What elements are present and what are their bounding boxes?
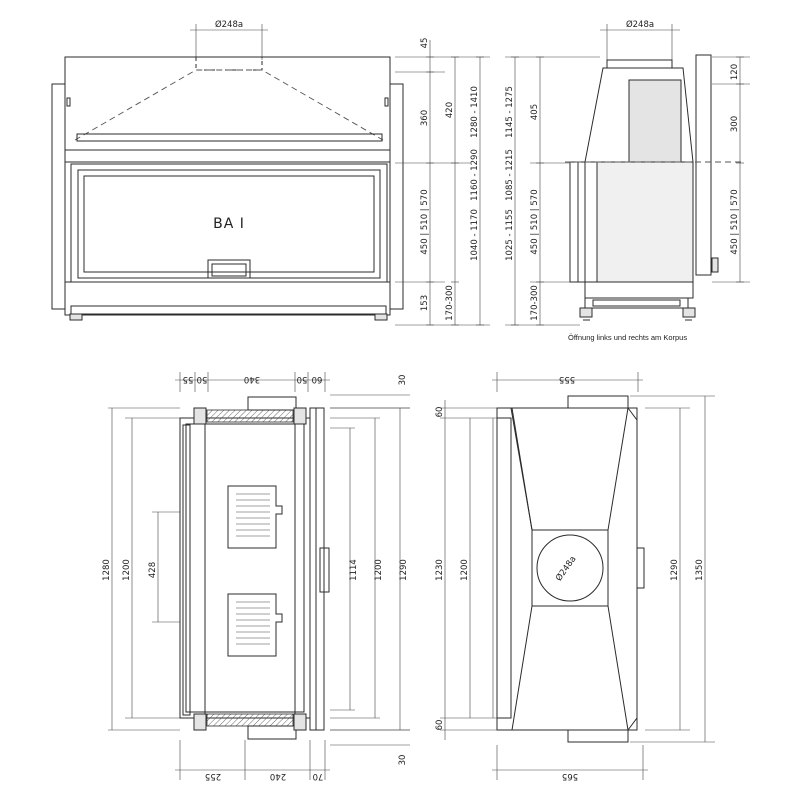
plan-left-dim-1114: 1114 <box>349 559 359 581</box>
plan-right-dim-555: 555 <box>559 374 575 384</box>
plan-left-top-tab <box>247 396 297 411</box>
plan-left-dimensions-left: 1280 1200 428 <box>102 407 180 731</box>
plan-left-dim-255a: 255 <box>205 771 221 781</box>
side-base <box>584 297 689 309</box>
front-dimensions-right: 45 360 450 | 510 | 570 153 420 170-300 1… <box>395 38 490 326</box>
side-dim-120: 120 <box>730 64 740 80</box>
plan-left-dim-30-bottom: 30 <box>398 755 408 766</box>
front-crossbar <box>76 133 383 142</box>
plan-right-bottom-tab <box>567 729 629 743</box>
plan-left-dim-1200-right: 1200 <box>374 559 384 581</box>
side-dim-1085-1215: 1085 - 1215 <box>505 149 515 201</box>
front-foot-left <box>69 313 83 321</box>
side-flue-collar <box>606 59 673 69</box>
front-foot-right <box>374 313 388 321</box>
plan-right-dimensions-left: 60 1230 1200 60 <box>435 400 497 740</box>
side-back-plate <box>695 54 712 276</box>
side-view: Ø248a <box>505 19 750 342</box>
plan-left-burner-upper <box>227 485 283 549</box>
front-glass-inner <box>83 175 375 273</box>
plan-left-dim-1200: 1200 <box>122 559 132 581</box>
side-dim-405: 405 <box>530 104 540 120</box>
plan-left-dim-60: 60 <box>312 374 323 384</box>
plan-left-dim-1280: 1280 <box>102 559 112 581</box>
side-dimensions-right: 120 300 450 | 510 | 570 <box>712 56 750 283</box>
plan-view-left: 55 50 340 50 60 30 <box>102 372 410 781</box>
side-flue-dimension: Ø248a <box>600 19 680 60</box>
plan-right-flue-diameter-label: Ø248a <box>553 554 578 583</box>
side-firebox <box>596 161 694 283</box>
side-dim-1145-1275: 1145 - 1275 <box>505 86 515 138</box>
front-model-label: BA I <box>213 216 245 232</box>
front-base <box>70 305 387 315</box>
side-dimensions-left: 405 450 | 510 | 570 170-300 1145 - 1275 … <box>505 56 600 326</box>
plan-right-dim-60-bottom: 60 <box>435 720 445 731</box>
plan-right-flue-circle <box>536 534 604 602</box>
front-view: Ø248a BA I <box>51 19 490 326</box>
plan-left-top-insulation <box>206 409 294 423</box>
plan-right-top-tab <box>567 395 629 409</box>
plan-right-dimensions-right: 1290 1350 <box>630 395 715 743</box>
side-dim-170-300: 170-300 <box>530 285 540 321</box>
front-left-side-plate <box>51 83 66 310</box>
side-flue-diameter-label: Ø248a <box>626 19 654 30</box>
plan-right-flue-plate <box>531 529 609 607</box>
plan-left-bottom-tab <box>247 725 297 740</box>
front-dim-1160-1290: 1160 - 1290 <box>470 149 480 201</box>
front-flue-collar <box>195 56 263 71</box>
plan-left-dimensions-right: 1114 1200 1290 <box>330 407 410 731</box>
plan-left-dimensions-bottom: 255 255 240 70 30 <box>175 729 410 781</box>
plan-left-bottom-insulation <box>206 713 294 727</box>
plan-left-door-frame <box>309 407 325 731</box>
plan-right-dim-60-top: 60 <box>435 407 445 418</box>
plan-left-body <box>179 417 311 719</box>
side-dim-300: 300 <box>730 116 740 132</box>
plan-left-dim-340: 340 <box>244 374 260 384</box>
plan-left-burner-lower <box>227 593 283 657</box>
side-dim-1025-1155: 1025 - 1155 <box>505 209 515 261</box>
side-opening-note: Öffnung links und rechts am Korpus <box>568 333 687 342</box>
side-foot-right <box>682 307 696 318</box>
front-dim-45: 45 <box>420 38 430 49</box>
plan-left-dimensions-top: 55 50 340 50 60 30 <box>175 372 410 409</box>
plan-left-dim-55: 55 <box>183 374 194 384</box>
plan-left-dim-240: 240 <box>270 771 286 781</box>
front-right-side-plate <box>389 83 404 310</box>
side-dim-right-450-570: 450 | 510 | 570 <box>730 189 740 254</box>
front-dim-1040-1170: 1040 - 1170 <box>470 209 480 261</box>
front-flue-dimension: Ø248a <box>190 19 268 60</box>
plan-left-dim-1290: 1290 <box>399 559 409 581</box>
plan-right-handle <box>636 547 645 589</box>
plan-right-dim-565: 565 <box>562 771 578 781</box>
plan-left-firebox <box>204 417 296 719</box>
plan-right-dim-1230: 1230 <box>435 559 445 581</box>
plan-left-dim-50a: 50 <box>197 374 208 384</box>
front-dim-170-300: 170-300 <box>445 285 455 321</box>
plan-left-dim-70: 70 <box>313 771 324 781</box>
side-dim-450-570: 450 | 510 | 570 <box>530 189 540 254</box>
plan-left-dim-30-top: 30 <box>398 375 408 386</box>
plan-right-dimensions-bottom: 565 <box>492 745 648 781</box>
plan-left-handle <box>319 547 330 593</box>
front-flue-diameter-label: Ø248a <box>215 19 243 30</box>
side-door <box>569 161 598 283</box>
front-dim-360: 360 <box>420 110 430 126</box>
front-door-handle <box>207 259 251 279</box>
front-dim-153: 153 <box>420 295 430 311</box>
plan-right-dim-1350: 1350 <box>695 559 705 581</box>
front-dim-1280-1410: 1280 - 1410 <box>470 86 480 138</box>
side-foot-left <box>579 307 593 318</box>
plan-view-right: 555 Ø248a 60 1230 1200 60 <box>435 372 715 781</box>
plan-left-dim-428: 428 <box>148 562 158 578</box>
plan-left-dim-50b: 50 <box>297 374 308 384</box>
plan-right-dimensions-top: 555 <box>492 372 643 392</box>
front-hood-dashed <box>74 69 384 141</box>
plan-right-dim-1290: 1290 <box>670 559 680 581</box>
front-dim-450-570: 450 | 510 | 570 <box>420 189 430 254</box>
plan-right-dim-1200: 1200 <box>460 559 470 581</box>
front-dim-420: 420 <box>445 102 455 118</box>
